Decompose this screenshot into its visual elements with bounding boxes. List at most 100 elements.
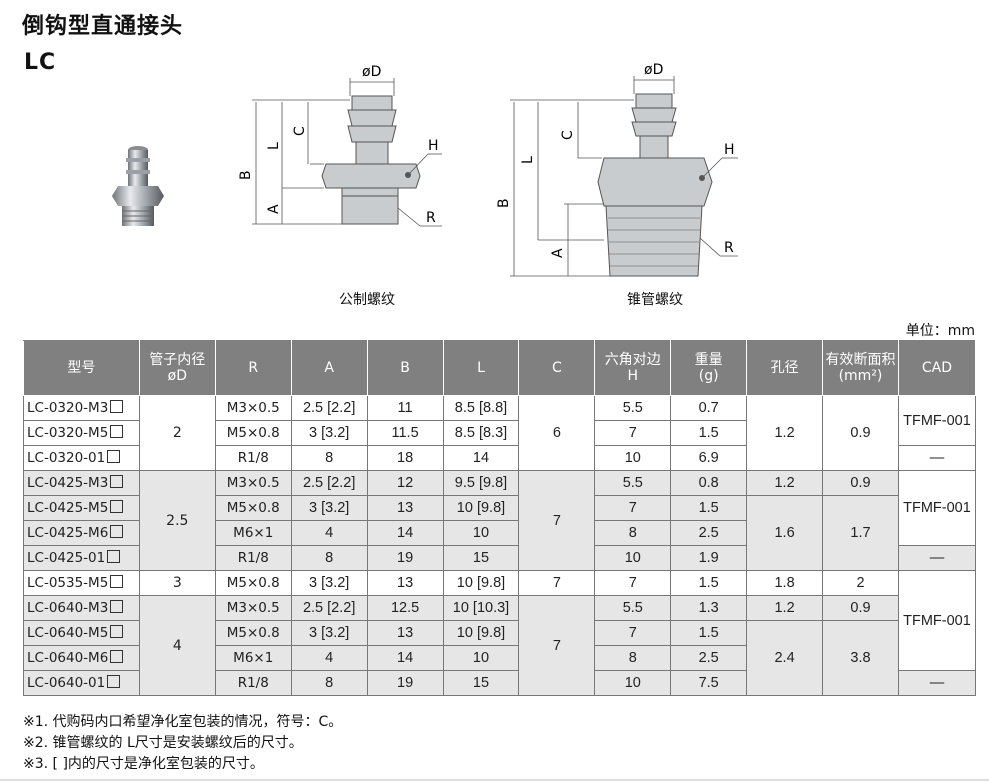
- hex-cell: 8: [594, 520, 672, 546]
- dim-b-label: B: [238, 170, 254, 180]
- l-cell: 8.5 [8.3]: [442, 420, 520, 446]
- taper-dim-c-label: C: [560, 130, 576, 140]
- hex-cell: 5.5: [594, 595, 672, 621]
- part-number-cell: LC-0320-M5: [23, 420, 140, 446]
- option-box-icon: [107, 675, 121, 688]
- r-cell: M5×0.8: [214, 620, 292, 646]
- hole-cell: 1.2: [746, 470, 824, 496]
- b-cell: 14: [366, 645, 444, 671]
- l-cell: 10 [10.3]: [442, 595, 520, 621]
- taper-dim-a-label: A: [550, 248, 566, 258]
- part-number-cell: LC-0640-01: [23, 670, 140, 696]
- taper-thread-caption: 锥管螺纹: [627, 292, 683, 308]
- weight-cell: 1.3: [670, 595, 748, 621]
- dim-h-label: H: [428, 138, 439, 154]
- b-cell: 13: [366, 570, 444, 596]
- a-cell: 8: [290, 670, 368, 696]
- l-cell: 10 [9.8]: [442, 495, 520, 521]
- a-cell: 2.5 [2.2]: [290, 595, 368, 621]
- option-box-icon: [110, 525, 124, 538]
- r-cell: M5×0.8: [214, 495, 292, 521]
- cad-cell: TFMF-001: [897, 395, 977, 446]
- r-cell: M5×0.8: [214, 420, 292, 446]
- area-cell: 3.8: [822, 620, 899, 696]
- footnote-1: ※1. 代购码内口希望净化室包装的情况，符号：C。: [23, 714, 343, 730]
- divider: [0, 779, 989, 781]
- dim-l-label: L: [266, 142, 282, 150]
- weight-cell: 6.9: [670, 445, 748, 471]
- b-cell: 19: [366, 670, 444, 696]
- cad-cell: —: [897, 545, 977, 571]
- l-cell: 15: [442, 670, 520, 696]
- part-number-cell: LC-0320-01: [23, 445, 140, 471]
- hole-cell: 1.6: [746, 495, 824, 571]
- l-cell: 10 [9.8]: [442, 620, 520, 646]
- b-cell: 11.5: [366, 420, 444, 446]
- dim-a-label: A: [266, 204, 282, 214]
- weight-cell: 0.8: [670, 470, 748, 496]
- r-cell: M3×0.5: [214, 395, 292, 421]
- part-number-cell: LC-0425-M5: [23, 495, 140, 521]
- weight-cell: 1.9: [670, 545, 748, 571]
- dim-c-label: C: [292, 126, 308, 136]
- weight-cell: 1.5: [670, 570, 748, 596]
- l-cell: 15: [442, 545, 520, 571]
- header-cad: CAD: [897, 340, 977, 396]
- od-cell: 2: [138, 395, 216, 471]
- weight-cell: 1.5: [670, 420, 748, 446]
- c-cell: 7: [518, 570, 596, 596]
- hex-cell: 8: [594, 645, 672, 671]
- r-cell: R1/8: [214, 545, 292, 571]
- l-cell: 10 [9.8]: [442, 570, 520, 596]
- option-box-icon: [110, 475, 124, 488]
- r-cell: R1/8: [214, 445, 292, 471]
- hex-cell: 5.5: [594, 470, 672, 496]
- hex-cell: 10: [594, 545, 672, 571]
- dim-od-label: øD: [362, 64, 381, 80]
- weight-cell: 0.7: [670, 395, 748, 421]
- header-hole: 孔径: [746, 340, 824, 396]
- hole-cell: 2.4: [746, 620, 824, 696]
- hex-cell: 10: [594, 670, 672, 696]
- area-cell: 2: [822, 570, 899, 596]
- r-cell: M3×0.5: [214, 595, 292, 621]
- hex-cell: 5.5: [594, 395, 672, 421]
- header-area: 有效断面积(mm²): [822, 340, 899, 396]
- area-cell: 0.9: [822, 395, 899, 471]
- l-cell: 10: [442, 520, 520, 546]
- cad-cell: TFMF-001: [897, 570, 977, 671]
- weight-cell: 7.5: [670, 670, 748, 696]
- option-box-icon: [110, 400, 124, 413]
- taper-thread-drawing: øD H R B L C A: [496, 62, 738, 277]
- metric-thread-caption: 公制螺纹: [339, 292, 395, 308]
- od-cell: 2.5: [138, 470, 216, 571]
- part-number-cell: LC-0425-01: [23, 545, 140, 571]
- option-box-icon: [110, 650, 124, 663]
- taper-dim-b-label: B: [496, 198, 512, 208]
- taper-dim-l-label: L: [520, 156, 536, 164]
- option-box-icon: [110, 425, 124, 438]
- area-cell: 1.7: [822, 495, 899, 571]
- a-cell: 3 [3.2]: [290, 495, 368, 521]
- b-cell: 14: [366, 520, 444, 546]
- area-cell: 0.9: [822, 595, 899, 621]
- product-photo: [112, 146, 164, 226]
- a-cell: 2.5 [2.2]: [290, 395, 368, 421]
- l-cell: 10: [442, 645, 520, 671]
- b-cell: 19: [366, 545, 444, 571]
- area-cell: 0.9: [822, 470, 899, 496]
- part-number-cell: LC-0320-M3: [23, 395, 140, 421]
- cad-cell: —: [897, 670, 977, 696]
- footnotes: ※1. 代购码内口希望净化室包装的情况，符号：C。 ※2. 锥管螺纹的 L尺寸是…: [23, 712, 342, 775]
- footnote-3: ※3. [ ]内的尺寸是净化室包装的尺寸。: [23, 756, 264, 772]
- weight-cell: 1.5: [670, 620, 748, 646]
